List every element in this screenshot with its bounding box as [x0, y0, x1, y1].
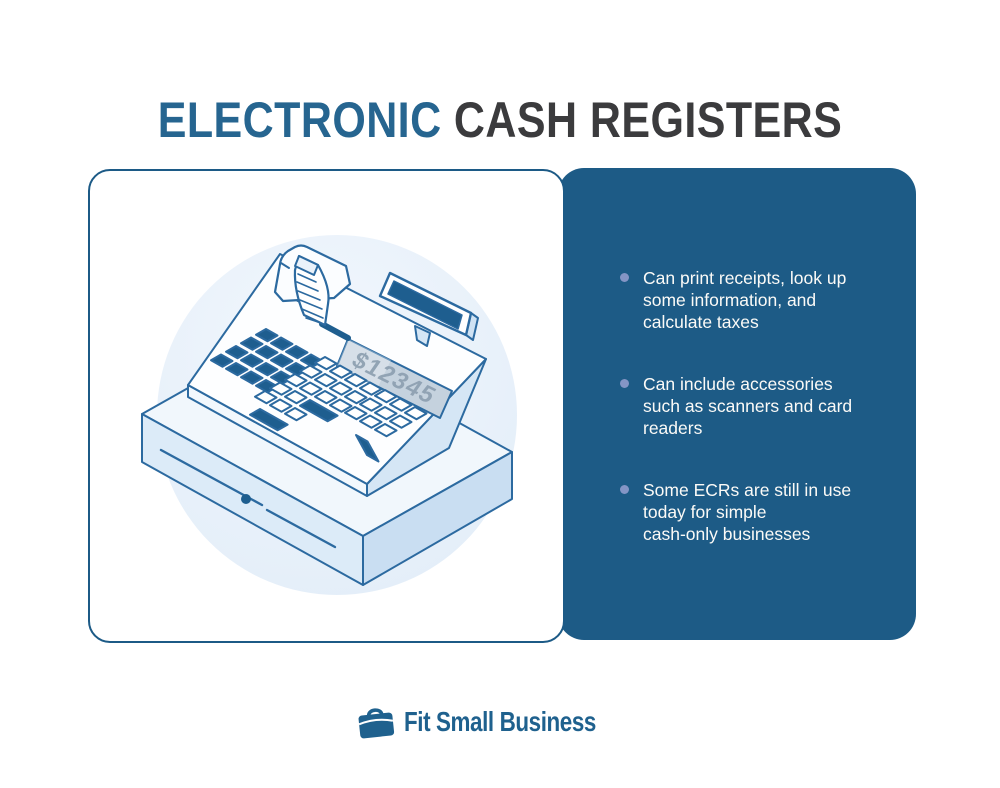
features-list: Can print receipts, look up some informa…	[558, 168, 916, 545]
feature-text: Can include accessories such as scanners…	[643, 374, 853, 438]
illustration-card: $12345	[88, 169, 565, 643]
title-part-cash-registers: CASH REGISTERS	[453, 91, 843, 148]
brand-name: Fit Small Business	[404, 706, 596, 737]
features-panel: Can print receipts, look up some informa…	[558, 168, 916, 640]
feature-text: Can print receipts, look up some informa…	[643, 268, 847, 332]
feature-item: Some ECRs are still in use today for sim…	[620, 479, 878, 545]
page-title: ELECTRONIC CASH REGISTERS	[70, 95, 930, 145]
cash-register-illustration: $12345	[141, 235, 517, 595]
register-art	[141, 235, 517, 595]
briefcase-icon	[358, 707, 395, 738]
bullet-dot-icon	[620, 379, 629, 388]
bullet-dot-icon	[620, 273, 629, 282]
feature-text: Some ECRs are still in use today for sim…	[643, 480, 852, 544]
brand-logo: Fit Small Business	[0, 700, 1000, 744]
feature-item: Can print receipts, look up some informa…	[620, 267, 878, 333]
title-part-electronic: ELECTRONIC	[157, 91, 442, 148]
bullet-dot-icon	[620, 485, 629, 494]
feature-item: Can include accessories such as scanners…	[620, 373, 878, 439]
